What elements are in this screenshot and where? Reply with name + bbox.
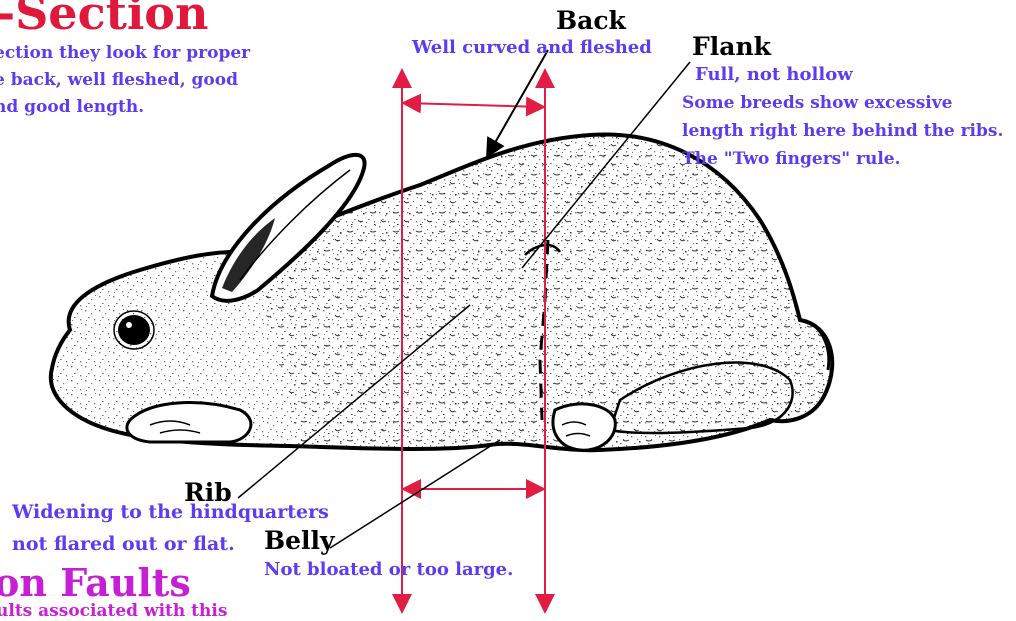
belly-label: Belly — [264, 526, 335, 555]
faults-title: on Faults — [0, 560, 191, 605]
intro-text: ection they look for proper e back, well… — [0, 40, 250, 121]
intro-line-3: nd good length. — [0, 94, 250, 121]
rib-note-2: not flared out or flat. — [12, 530, 235, 558]
rabbit-illustration — [51, 134, 832, 450]
back-label: Back — [556, 6, 626, 35]
horizontal-measure-top — [405, 103, 542, 107]
belly-pointer — [330, 440, 500, 548]
flank-label: Flank — [692, 32, 771, 61]
section-title: -Section — [0, 0, 208, 40]
back-note: Well curved and fleshed — [412, 34, 652, 62]
flank-note-3: length right here behind the ribs. — [682, 117, 1003, 145]
intro-line-2: e back, well fleshed, good — [0, 67, 250, 94]
back-pointer — [488, 50, 548, 155]
intro-line-1: ection they look for proper — [0, 40, 250, 67]
belly-note: Not bloated or too large. — [264, 556, 513, 584]
flank-note-1: Full, not hollow — [695, 61, 853, 89]
flank-note-2: Some breeds show excessive — [682, 89, 952, 117]
flank-note-4: The "Two fingers" rule. — [682, 145, 901, 173]
rabbit-eye — [118, 315, 150, 345]
faults-intro-cut: ults associated with this — [0, 601, 227, 621]
rib-note-1: Widening to the hindquarters — [12, 498, 329, 526]
